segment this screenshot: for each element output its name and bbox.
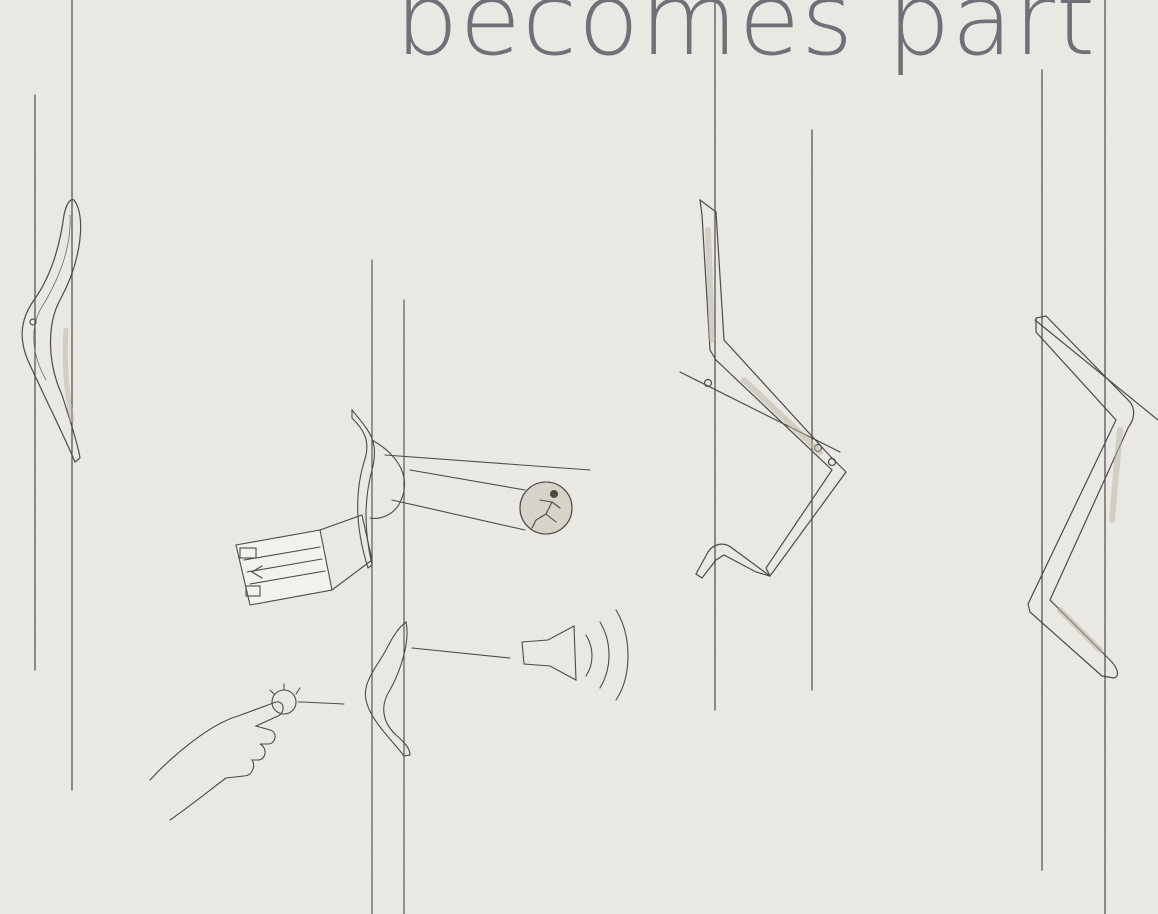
running-figure-icon — [520, 482, 572, 534]
headline: becomes part — [395, 0, 1096, 80]
